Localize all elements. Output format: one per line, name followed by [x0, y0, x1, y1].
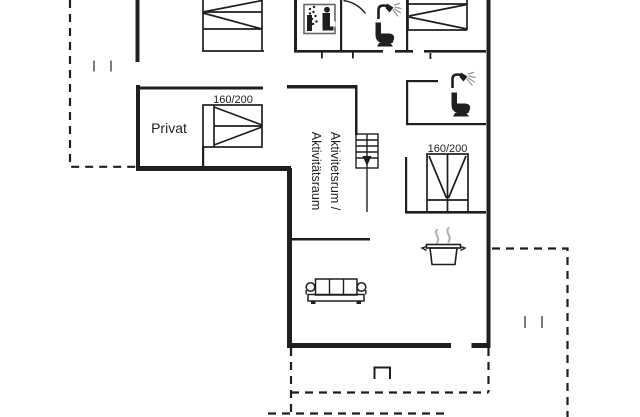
- windbreak-ticks-right: [524, 316, 543, 328]
- bed-size-label-privat: 160/200: [213, 94, 253, 106]
- toilet-icon-east: [451, 92, 471, 117]
- room-label-privat: Privat: [151, 120, 187, 136]
- room-label-activity-line2: Aktivitätsraum: [309, 132, 323, 211]
- terrace-outline-right: [492, 247, 569, 417]
- room-label-activity-line1: Aktivitetsrum /: [328, 132, 342, 211]
- sauna-icon: [303, 3, 336, 35]
- interior-walls: [137, 0, 486, 241]
- exterior-walls: [135, 0, 491, 348]
- stove-pot-icon: [420, 226, 467, 266]
- grill-icon: [373, 366, 391, 379]
- sofa-icon: [305, 278, 367, 304]
- terrace-outline-left: [68, 0, 136, 168]
- shower-icon-east: [451, 71, 477, 90]
- bed-east-room: [426, 153, 469, 213]
- bed-north-right: [407, 0, 468, 31]
- stairs-icon: [355, 133, 379, 212]
- toilet-icon-north: [375, 22, 395, 47]
- bed-north-left: [202, 0, 264, 52]
- bed-privat-room: [202, 104, 263, 148]
- windbreak-ticks-left: [93, 60, 112, 72]
- door-swing-arc: [343, 0, 367, 14]
- terrace-outline-bottom: [268, 348, 490, 415]
- shower-icon-north: [377, 2, 403, 21]
- bed-size-label-east: 160/200: [428, 143, 468, 155]
